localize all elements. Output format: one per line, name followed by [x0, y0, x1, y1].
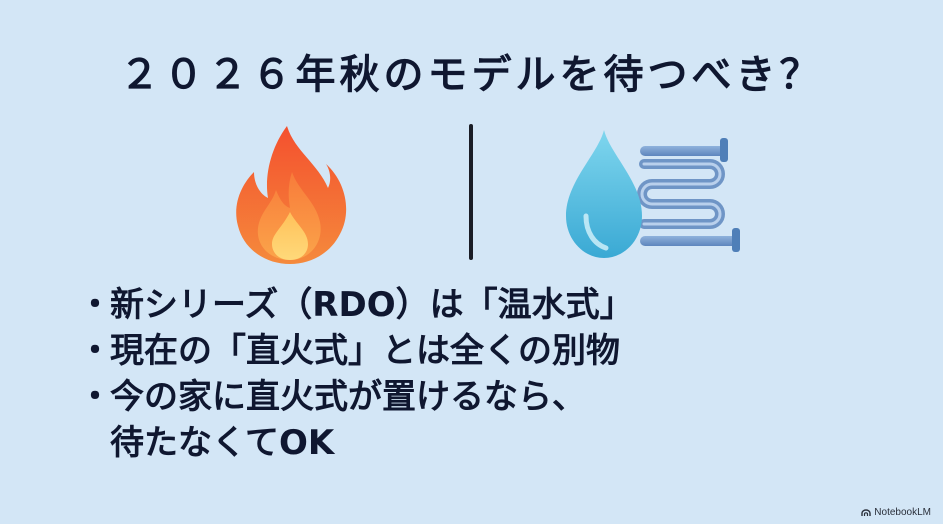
bullet-symbol: ・: [78, 331, 112, 371]
radiator-pipes: [637, 138, 740, 252]
bullet-text: 現在の「直火式」とは全くの別物: [110, 331, 620, 371]
bullet-item-2: ・ 現在の「直火式」とは全くの別物: [78, 328, 898, 374]
fire-icon: [236, 126, 347, 264]
bullet-text: 今の家に直火式が置けるなら、: [110, 377, 586, 417]
bullet-list: ・ 新シリーズ（RDO）は「温水式」 ・ 現在の「直火式」とは全くの別物 ・ 今…: [78, 282, 898, 466]
divider: [469, 124, 473, 260]
bullet-item-3: ・ 今の家に直火式が置けるなら、 待たなくてOK: [78, 374, 898, 466]
bullet-symbol: ・: [78, 377, 112, 417]
bullet-item-1: ・ 新シリーズ（RDO）は「温水式」: [78, 282, 898, 328]
notebooklm-logo-icon: [861, 508, 871, 516]
bullet-symbol: ・: [78, 285, 112, 325]
slide-title: ２０２６年秋のモデルを待つべき？: [119, 52, 824, 98]
icon-row: [0, 118, 943, 268]
water-drop-radiator-icon: [566, 130, 740, 258]
bullet-text-continued: 待たなくてOK: [110, 423, 335, 463]
brand-label: NotebookLM: [874, 507, 931, 518]
notebooklm-watermark: NotebookLM: [861, 507, 931, 518]
bullet-text: 新シリーズ（RDO）は「温水式」: [110, 285, 634, 325]
